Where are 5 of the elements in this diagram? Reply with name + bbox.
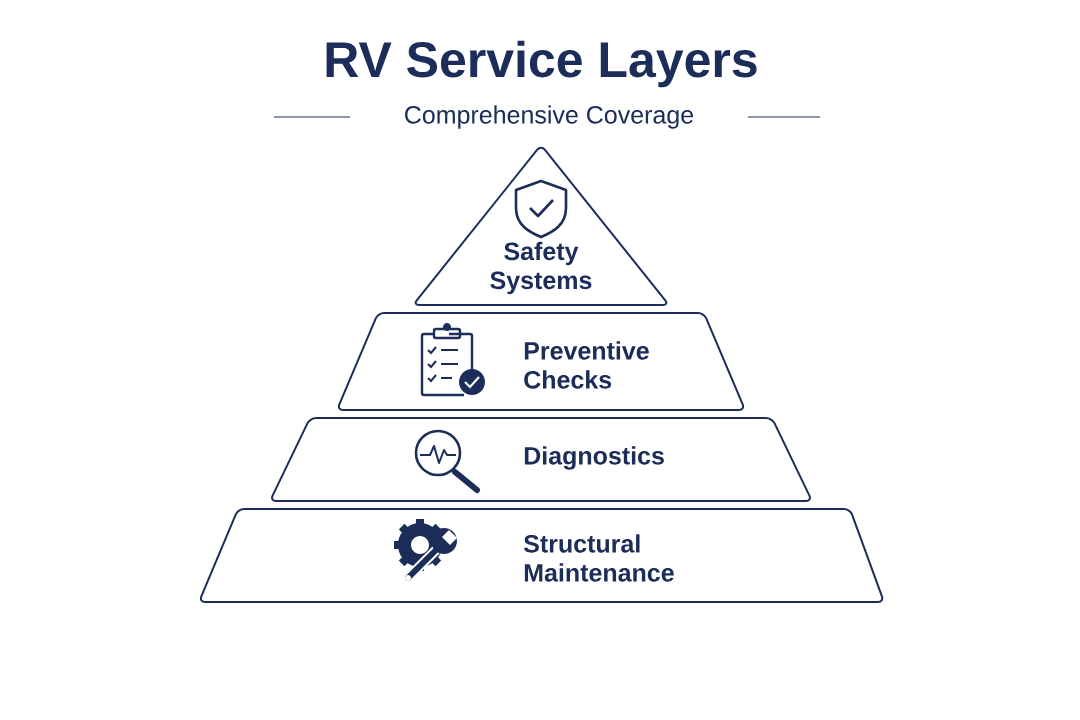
pyramid-layer: Diagnostics (271, 417, 811, 502)
pyramid-layer: Safety Systems (414, 146, 668, 306)
pyramid-layer: Preventive Checks (337, 312, 745, 411)
pyramid-layer: Structural Maintenance (199, 508, 884, 603)
title: RV Service Layers (326, 40, 757, 88)
